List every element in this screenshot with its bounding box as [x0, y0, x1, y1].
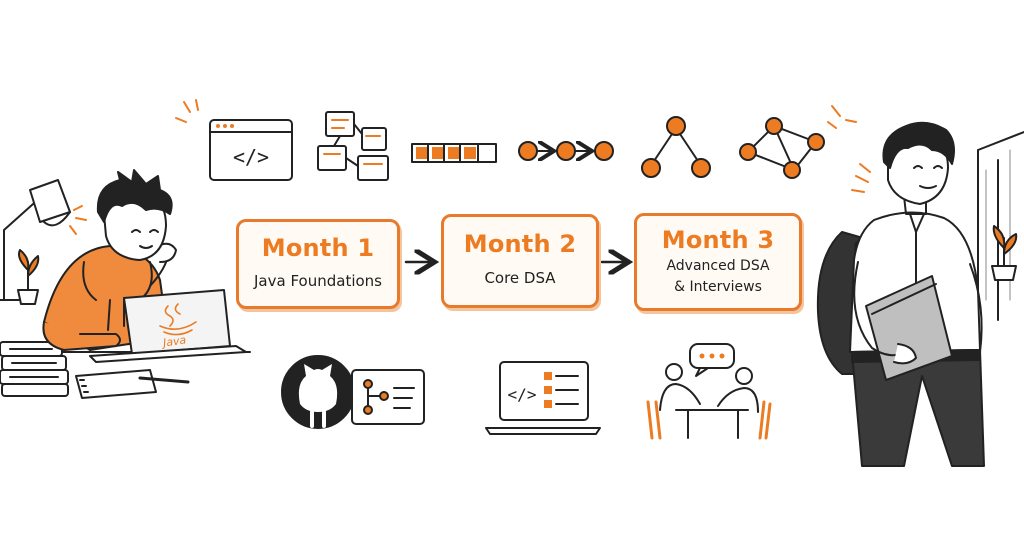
- desk-lamp-icon: [0, 179, 87, 301]
- flowchart-icon: [317, 111, 389, 181]
- linked-list-icon: [518, 141, 614, 161]
- student-at-desk-illustration: [0, 169, 251, 399]
- laptop-icon: [89, 289, 247, 363]
- git-branch-icon: [351, 369, 425, 425]
- java-logo-icon: [159, 303, 197, 336]
- roadmap-step-month-2: Month 2 Core DSA: [441, 214, 599, 308]
- step-month-label: Month 2: [463, 230, 577, 258]
- step-topic-label-line-1: Advanced DSA: [666, 258, 770, 274]
- tree-icon: [641, 116, 711, 178]
- top-icons-row: </>: [175, 99, 857, 181]
- step-month-label: Month 1: [261, 234, 375, 262]
- laptop-checklist-icon: </>: [485, 361, 601, 435]
- roadmap-step-month-3: Month 3 Advanced DSA & Interviews: [634, 213, 802, 311]
- array-icon: [411, 143, 497, 163]
- step-topic-label: Java Foundations: [254, 272, 382, 290]
- interview-icon: [646, 343, 772, 440]
- graph-icon: [739, 117, 825, 179]
- code-window-icon: </>: [209, 119, 293, 181]
- code-glyph-small: </>: [508, 385, 537, 404]
- bottom-icons-row: </>: [281, 343, 772, 440]
- step-topic-label-line-2: & Interviews: [674, 279, 762, 295]
- roadmap-step-month-1: Month 1 Java Foundations: [236, 219, 400, 309]
- step-topic-label: Core DSA: [484, 269, 556, 287]
- plant-icon-right: [991, 225, 1018, 281]
- plant-icon: [17, 249, 40, 305]
- graduate-illustration: [816, 121, 1024, 467]
- code-glyph: </>: [233, 145, 269, 169]
- window-background-icon: [977, 131, 1024, 321]
- books-stack-icon: [0, 341, 69, 397]
- github-icon: [281, 355, 355, 429]
- notebook-icon: [75, 369, 190, 399]
- step-month-label: Month 3: [661, 226, 775, 254]
